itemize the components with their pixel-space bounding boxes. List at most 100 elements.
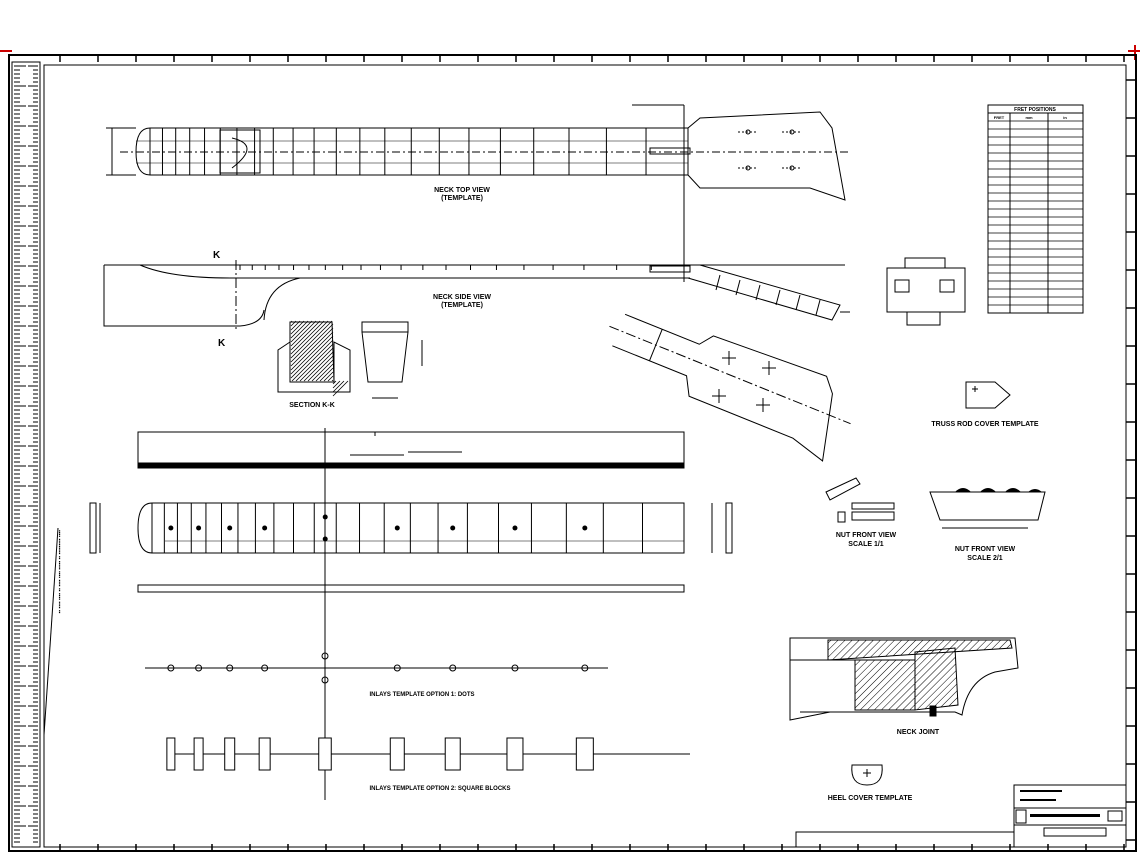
hatch-line bbox=[290, 320, 333, 363]
headstock-tick bbox=[815, 299, 821, 316]
title-block-scribbles bbox=[1020, 790, 1123, 822]
hatch-line bbox=[332, 380, 345, 393]
template-dot bbox=[511, 664, 519, 672]
headstock-tick bbox=[795, 294, 801, 311]
inlay-dot bbox=[196, 525, 202, 531]
template-dot bbox=[581, 664, 589, 672]
hatch-line bbox=[307, 355, 334, 382]
template-block bbox=[166, 737, 176, 771]
template-dot bbox=[321, 676, 329, 684]
truss-rod-cover-label: TRUSS ROD COVER TEMPLATE bbox=[931, 421, 1039, 428]
section-title: SECTION K-K bbox=[289, 402, 335, 409]
ruler-pointer bbox=[43, 527, 59, 736]
heel-cover-shape bbox=[851, 764, 883, 786]
title-block bbox=[795, 784, 1127, 848]
hatch-line bbox=[311, 359, 334, 382]
nut-views bbox=[825, 477, 1046, 529]
hatch-line bbox=[332, 380, 337, 385]
hatch-line bbox=[290, 320, 325, 355]
hatch-line bbox=[290, 320, 305, 335]
neck-top-title: NECK TOP VIEW bbox=[434, 187, 490, 194]
hatch-line bbox=[291, 339, 334, 382]
neck-top-subtitle: (TEMPLATE) bbox=[441, 195, 483, 202]
neck-joint-label: NECK JOINT bbox=[897, 729, 940, 736]
inlays-dots-template bbox=[167, 652, 589, 684]
fretboard bbox=[89, 502, 733, 554]
truss-block bbox=[886, 257, 966, 326]
template-dot bbox=[261, 664, 269, 672]
template-dot bbox=[393, 664, 401, 672]
hatch-line bbox=[290, 331, 334, 375]
headstock-tick bbox=[755, 284, 761, 301]
hatch-line bbox=[315, 363, 334, 382]
neck-side-title: NECK SIDE VIEW bbox=[433, 294, 491, 301]
border-ticks bbox=[59, 55, 1136, 851]
hatch-line bbox=[290, 335, 334, 379]
hatch-line bbox=[331, 379, 334, 382]
neck-side-subtitle: (TEMPLATE) bbox=[441, 302, 483, 309]
inlays-blocks-template bbox=[166, 737, 594, 771]
inlay-dot bbox=[394, 525, 400, 531]
inlay-dot bbox=[168, 525, 174, 531]
heel-cover-label: HEEL COVER TEMPLATE bbox=[828, 795, 913, 802]
inlays-blocks-label: INLAYS TEMPLATE OPTION 2: SQUARE BLOCKS bbox=[369, 786, 510, 792]
inlay-dot bbox=[512, 525, 518, 531]
template-block bbox=[318, 737, 332, 771]
hatch-line bbox=[323, 371, 334, 382]
headstock-tick bbox=[735, 279, 741, 296]
truss-rod-cover-shape bbox=[965, 381, 1011, 409]
template-dot bbox=[449, 664, 457, 672]
hatch-line bbox=[290, 327, 334, 371]
fret-table-col-mm: mm bbox=[1025, 115, 1033, 120]
fret-table-title: FRET POSITIONS bbox=[1014, 107, 1056, 113]
nut-front-right-scale: SCALE 2/1 bbox=[967, 555, 1003, 562]
template-dot bbox=[167, 664, 175, 672]
hatch-line bbox=[290, 320, 309, 339]
section-mark-bottom: K bbox=[218, 338, 226, 349]
hatch-line bbox=[295, 343, 334, 382]
fretboard-side-strip bbox=[137, 431, 685, 469]
headstock-tick bbox=[775, 289, 781, 306]
template-dot bbox=[195, 664, 203, 672]
template-block bbox=[575, 737, 594, 771]
fretboard-inlay-dots bbox=[168, 514, 588, 542]
hatch-line bbox=[327, 375, 334, 382]
template-block bbox=[389, 737, 405, 771]
neck-side-view bbox=[103, 260, 850, 330]
inlay-dot bbox=[582, 525, 588, 531]
drawing-border bbox=[8, 54, 1137, 852]
fret-table-rows bbox=[988, 120, 1083, 314]
hatch-line bbox=[290, 320, 301, 331]
template-dot bbox=[226, 664, 234, 672]
section-hatch bbox=[290, 320, 349, 397]
fret-table-col-fret: FRET bbox=[994, 115, 1005, 120]
hatch-line bbox=[290, 320, 321, 351]
template-dot bbox=[321, 652, 329, 660]
neck-top-view bbox=[106, 104, 850, 260]
hatch-line bbox=[332, 380, 349, 397]
neck-side-ticks bbox=[239, 265, 821, 316]
headstock-tick bbox=[715, 274, 721, 291]
template-block bbox=[506, 737, 524, 771]
template-block bbox=[224, 737, 236, 771]
ruler-note: ▪▪▪▪ ▪▪▪▪▪▪▪▪▪ ▪▪ ▪▪▪▪▪ ▪▪▪▪ ▪▪▪▪ ▪▪ ▪▪▪… bbox=[56, 530, 62, 614]
fretboard-bottom-strip bbox=[137, 584, 685, 593]
ruler-marks bbox=[14, 65, 38, 843]
hatch-line bbox=[319, 367, 334, 382]
hatch-line bbox=[290, 320, 329, 359]
inlays-dots-label: INLAYS TEMPLATE OPTION 1: DOTS bbox=[369, 692, 474, 698]
hatch-line bbox=[290, 320, 317, 347]
neck-joint-view bbox=[789, 637, 1019, 721]
inlay-dot bbox=[227, 525, 233, 531]
template-block bbox=[193, 737, 204, 771]
template-block bbox=[258, 737, 271, 771]
hatch-line bbox=[332, 380, 341, 389]
inlay-dot bbox=[262, 525, 268, 531]
nut-slots bbox=[955, 488, 1042, 492]
section-k-k bbox=[277, 321, 423, 399]
nut-front-right-title: NUT FRONT VIEW bbox=[955, 546, 1016, 553]
section-mark-top: K bbox=[213, 250, 221, 261]
hatch-line bbox=[299, 347, 334, 382]
neck-top-frets bbox=[136, 128, 688, 175]
